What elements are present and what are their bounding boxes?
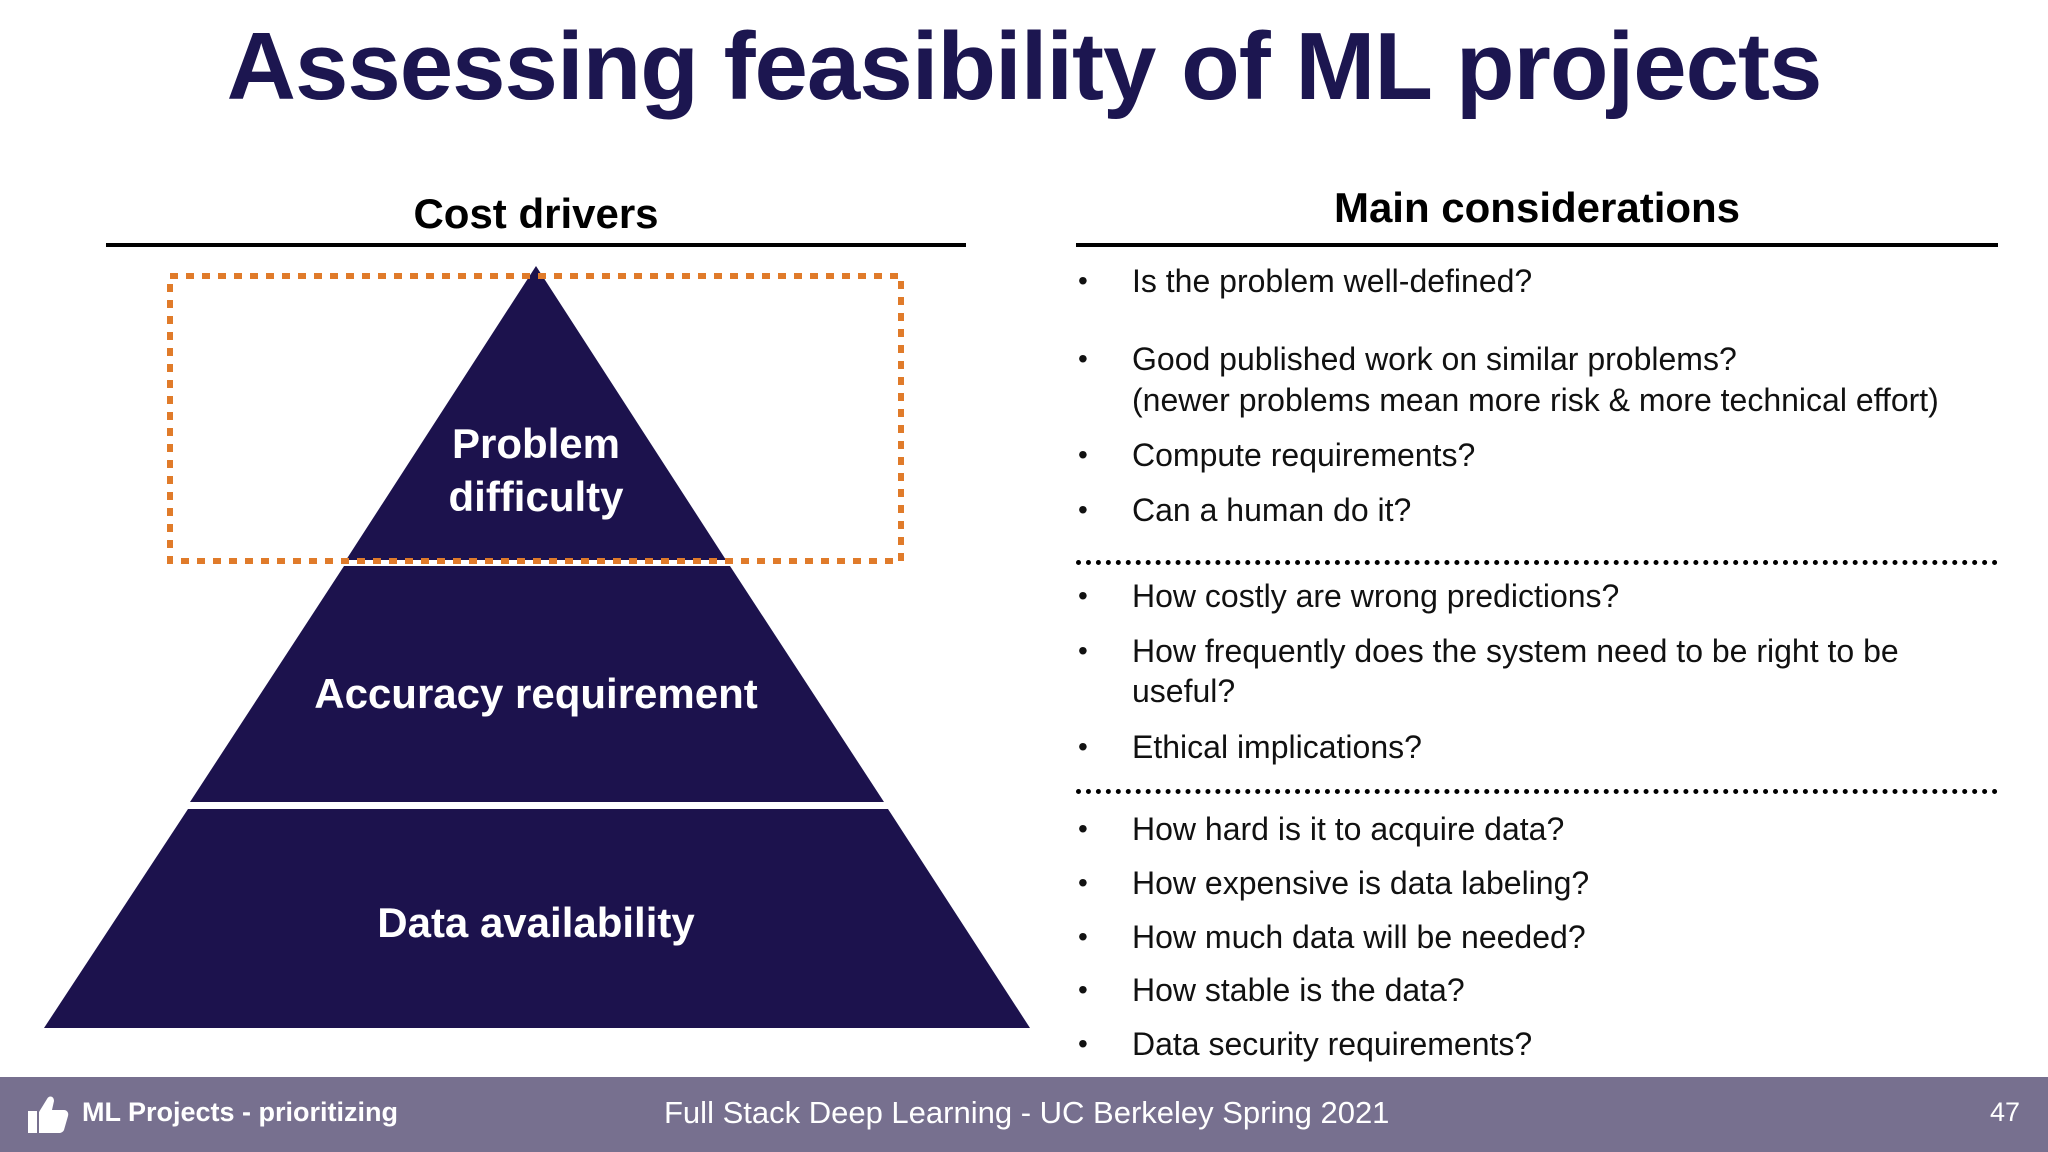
bullet-icon: • (1078, 867, 1088, 898)
bullet-icon: • (1078, 265, 1088, 296)
group-divider-1 (1076, 560, 1998, 565)
pyramid-tier-data-availability (44, 809, 1030, 1028)
bullet-icon: • (1078, 731, 1088, 762)
pyramid-tier-accuracy-requirement (190, 566, 884, 802)
bullet-icon: • (1078, 1028, 1088, 1059)
pyramid-label-data-availability: Data availability (377, 899, 695, 946)
slide-footer: ML Projects - prioritizing Full Stack De… (0, 1077, 2048, 1152)
cost-pyramid (44, 266, 1030, 1028)
footer-course-title: Full Stack Deep Learning - UC Berkeley S… (664, 1095, 1390, 1130)
cost-drivers-heading: Cost drivers (413, 190, 659, 237)
pyramid-label-accuracy-requirement: Accuracy requirement (314, 670, 758, 717)
bullet-icon: • (1078, 494, 1088, 525)
problem-difficulty-highlight-box (167, 273, 904, 564)
slide-title: Assessing feasibility of ML projects (226, 13, 1823, 120)
bullet-icon: • (1078, 580, 1088, 611)
bullet-icon: • (1078, 439, 1088, 470)
pyramid-label-problem-line1: Problem (451, 420, 621, 467)
group-divider-2 (1076, 789, 1998, 794)
bullet-icon: • (1078, 635, 1088, 666)
pyramid-label-problem-line2: difficulty (448, 472, 624, 520)
pyramid-label-problem-difficulty: Problem difficulty (386, 418, 686, 523)
bullet-icon: • (1078, 343, 1088, 374)
page-number: 47 (1989, 1097, 2020, 1127)
thumbs-up-icon (28, 1096, 69, 1133)
pyramid-tier-problem-difficulty (346, 266, 726, 560)
main-considerations-heading: Main considerations (1333, 184, 1741, 231)
main-considerations-rule (1076, 243, 1998, 247)
bullet-icon: • (1078, 813, 1088, 844)
bullet-icon: • (1078, 921, 1088, 952)
cost-drivers-rule (106, 243, 966, 247)
bullet-icon: • (1078, 974, 1088, 1005)
footer-section-title: ML Projects - prioritizing (82, 1097, 399, 1127)
